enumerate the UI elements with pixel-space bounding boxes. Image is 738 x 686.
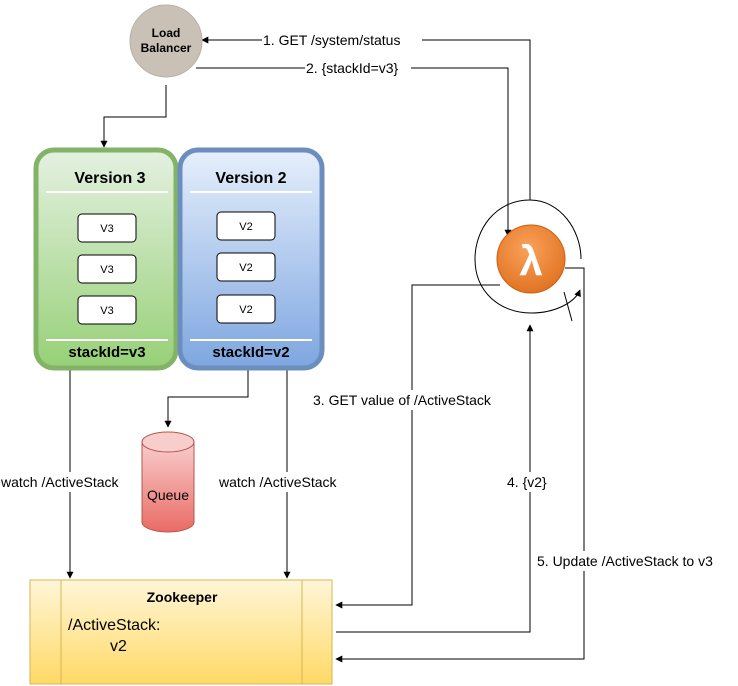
- version2-instance[interactable]: V2: [216, 294, 276, 324]
- edge-lambda-loop: [474, 199, 582, 314]
- edge-label-bg: [506, 472, 554, 492]
- edge-lambda-loop-tail: [563, 291, 573, 322]
- queue-label: Queue: [147, 487, 189, 503]
- version3-instance-label: V3: [100, 264, 113, 276]
- edge-reply-v2: [336, 324, 534, 633]
- version3-instance[interactable]: V3: [77, 254, 137, 284]
- version3-instance[interactable]: V3: [77, 213, 137, 243]
- load-balancer-label-line1: Load: [152, 26, 181, 40]
- edge-label-stack-id: 2. {stackId=v3}: [306, 60, 399, 76]
- edge-label-update: 5. Update /ActiveStack to v3: [537, 553, 713, 569]
- lambda-icon: λ: [519, 237, 542, 284]
- version3-stack[interactable]: Version 3 V3 V3 V3 stackId=v3: [33, 147, 179, 371]
- edge-get-value: [335, 284, 500, 609]
- load-balancer[interactable]: Load Balancer: [129, 4, 203, 78]
- version3-title: Version 3: [74, 170, 145, 187]
- version2-stack-label: stackId=v2: [212, 344, 289, 361]
- edge-label-bg: [218, 472, 354, 492]
- edge-version2-to-queue: [164, 370, 249, 428]
- version2-title: Version 2: [215, 170, 286, 187]
- version3-instance-label: V3: [100, 305, 113, 317]
- queue-cylinder[interactable]: Queue: [141, 431, 195, 533]
- version2-instance-label: V2: [239, 304, 252, 316]
- version2-instance-label: V2: [239, 221, 252, 233]
- edge-label-bg: [0, 472, 136, 492]
- edge-label-bg: [312, 390, 518, 410]
- edge-lb-to-version3: [100, 85, 167, 148]
- version2-instance-label: V2: [239, 262, 252, 274]
- version2-instance[interactable]: V2: [216, 252, 276, 282]
- edge-label-get-value: 3. GET value of /ActiveStack: [313, 392, 492, 408]
- edge-label-get-status: 1. GET /system/status: [263, 32, 400, 48]
- version3-instance[interactable]: V3: [77, 295, 137, 325]
- version2-instance[interactable]: V2: [216, 211, 276, 241]
- zookeeper-title: Zookeeper: [147, 589, 218, 605]
- edge-label-watch-v2: watch /ActiveStack: [218, 474, 337, 490]
- version2-stack[interactable]: Version 2 V2 V2 V2 stackId=v2: [177, 147, 325, 371]
- version3-stack-label: stackId=v3: [68, 344, 145, 361]
- zookeeper-key: /ActiveStack:: [68, 617, 160, 634]
- edge-label-bg: [305, 58, 411, 78]
- edge-label-watch-v3: watch /ActiveStack: [0, 474, 119, 490]
- load-balancer-label-line2: Balancer: [141, 41, 192, 55]
- edge-label-reply-v2: 4. {v2}: [507, 474, 547, 490]
- edge-label-bg: [262, 30, 422, 50]
- version3-instance-label: V3: [100, 223, 113, 235]
- lambda-function[interactable]: λ: [496, 224, 566, 294]
- zookeeper-value: v2: [110, 638, 127, 655]
- edge-update: [335, 267, 585, 663]
- edge-label-bg: [536, 551, 736, 571]
- zookeeper-node[interactable]: Zookeeper /ActiveStack: v2: [29, 579, 333, 685]
- edge-stack-id: [196, 67, 512, 237]
